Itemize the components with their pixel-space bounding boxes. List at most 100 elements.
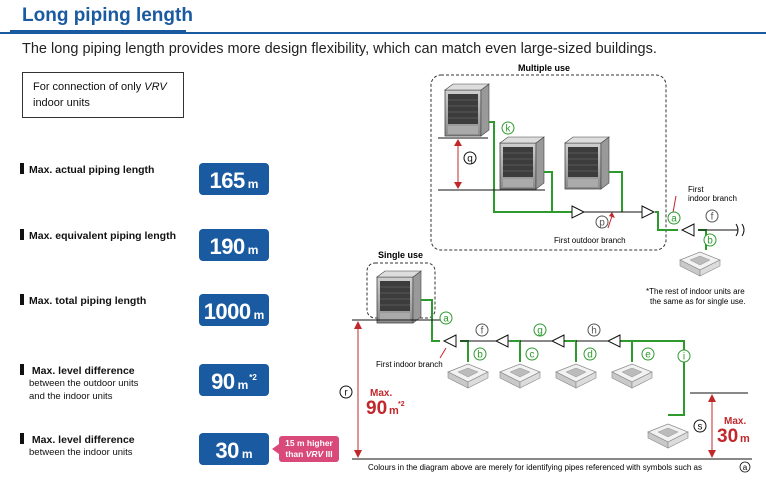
- spec-label-level-indoor: Max. level difference between the indoor…: [20, 433, 135, 459]
- max90-prefix: Max.: [370, 388, 392, 399]
- svg-text:a: a: [443, 314, 449, 325]
- max30-prefix: Max.: [724, 416, 746, 427]
- label-q: q: [463, 151, 477, 165]
- intro-text: The long piping length provides more des…: [22, 41, 657, 57]
- badge-line2-suffix: III: [323, 449, 333, 459]
- svg-text:k: k: [506, 124, 512, 135]
- indoor-unit-e: [611, 363, 653, 389]
- first-indoor-branch-top-line2: indoor branch: [688, 194, 737, 203]
- label-b: b: [473, 347, 487, 361]
- spec-label-text: Max. level difference: [31, 365, 135, 377]
- outdoor-unit-2: [499, 136, 545, 190]
- spec-number: 190: [209, 234, 246, 259]
- svg-text:d: d: [587, 350, 593, 361]
- spec-unit: m: [253, 308, 265, 322]
- first-indoor-branch-label: First indoor branch: [376, 360, 443, 369]
- vrv-connection-note: For connection of only VRV indoor units: [22, 72, 184, 118]
- indoor-branch-arrow-1: [442, 334, 457, 348]
- badge-line2-italic: VRV: [305, 449, 324, 459]
- outdoor-branch-arrow-1: [571, 205, 586, 219]
- spec-sub2: and the indoor units: [29, 391, 113, 402]
- spec-number: 165: [209, 168, 246, 193]
- spec-unit: m: [247, 243, 259, 257]
- spec-sub1: between the indoor units: [29, 447, 133, 458]
- spec-number: 30: [215, 438, 239, 463]
- multiple-use-pipes: [489, 121, 707, 250]
- multiple-use-label: Multiple use: [518, 63, 570, 73]
- svg-text:i: i: [683, 352, 685, 363]
- spec-label-actual: Max. actual piping length: [20, 163, 154, 176]
- note-line2: indoor units: [33, 97, 90, 109]
- spec-number: 1000: [203, 299, 251, 324]
- svg-text:c: c: [530, 350, 535, 361]
- svg-text:f: f: [481, 326, 484, 337]
- svg-text:h: h: [591, 326, 597, 337]
- label-e: e: [641, 347, 655, 361]
- spec-unit: m: [241, 447, 253, 461]
- label-h: h: [587, 323, 601, 337]
- note-line1-italic: VRV: [144, 81, 167, 93]
- spec-label-text: Max. level difference: [31, 434, 135, 446]
- svg-text:g: g: [537, 326, 543, 337]
- label-i: i: [677, 349, 691, 363]
- page-title: Long piping length: [22, 5, 193, 26]
- svg-text:p: p: [599, 218, 605, 229]
- max30-unit: m: [740, 433, 750, 445]
- svg-text:a: a: [671, 214, 677, 225]
- indoor-unit-multiple: [679, 251, 721, 277]
- indoor-branch-arrow-top: [680, 223, 695, 237]
- label-r: r: [339, 385, 353, 399]
- rest-note-line2: the same as for single use.: [650, 297, 746, 306]
- label-s: s: [693, 419, 707, 433]
- svg-text:f: f: [711, 212, 714, 223]
- title-tab: [0, 2, 186, 30]
- max30-value: 30: [717, 426, 738, 447]
- max90-unit: m: [389, 405, 399, 417]
- title-rule: [0, 32, 766, 34]
- svg-text:q: q: [467, 154, 473, 165]
- spec-unit: m: [237, 378, 249, 392]
- single-use-label: Single use: [378, 250, 423, 260]
- label-c: c: [525, 347, 539, 361]
- outdoor-unit-single: [376, 270, 422, 324]
- label-f: f: [475, 323, 489, 337]
- svg-text:e: e: [645, 350, 651, 361]
- max90-sup: *2: [398, 401, 405, 408]
- badge-line1: 15 m higher: [285, 438, 333, 448]
- label-d: d: [583, 347, 597, 361]
- outdoor-unit-3: [564, 136, 610, 190]
- svg-text:r: r: [344, 388, 348, 399]
- spec-label-equivalent: Max. equivalent piping length: [20, 229, 176, 242]
- spec-sub1: between the outdoor units: [29, 378, 139, 389]
- first-outdoor-branch-label: First outdoor branch: [554, 236, 626, 245]
- indoor-unit-c: [499, 363, 541, 389]
- max90-value: 90: [366, 398, 387, 419]
- footnote-symbol: a: [739, 461, 751, 473]
- label-k: k: [501, 121, 515, 135]
- outdoor-unit-1: [444, 83, 490, 137]
- rest-note-line1: *The rest of indoor units are: [646, 287, 745, 296]
- indoor-branch-arrow-3: [550, 334, 565, 348]
- spec-footnote-mark: *2: [249, 373, 257, 382]
- indoor-unit-d: [555, 363, 597, 389]
- colour-footnote: Colours in the diagram above are merely …: [368, 463, 702, 472]
- first-indoor-branch-top-line1: First: [688, 185, 704, 194]
- label-a-top: a: [667, 211, 681, 225]
- indoor-branch-arrow-4: [606, 334, 621, 348]
- svg-text:b: b: [477, 350, 483, 361]
- multiple-use-region: [430, 74, 667, 251]
- svg-text:s: s: [698, 422, 703, 433]
- label-g: g: [533, 323, 547, 337]
- label-p: p: [595, 215, 609, 229]
- spec-label-total: Max. total piping length: [20, 294, 146, 307]
- higher-than-badge: 15 m higher than VRV III: [272, 436, 339, 462]
- label-f-top: f: [705, 209, 719, 223]
- spec-label-level-outdoor: Max. level difference between the outdoo…: [20, 364, 138, 403]
- indoor-branch-arrow-2: [494, 334, 509, 348]
- note-line1-prefix: For connection of only: [33, 81, 145, 93]
